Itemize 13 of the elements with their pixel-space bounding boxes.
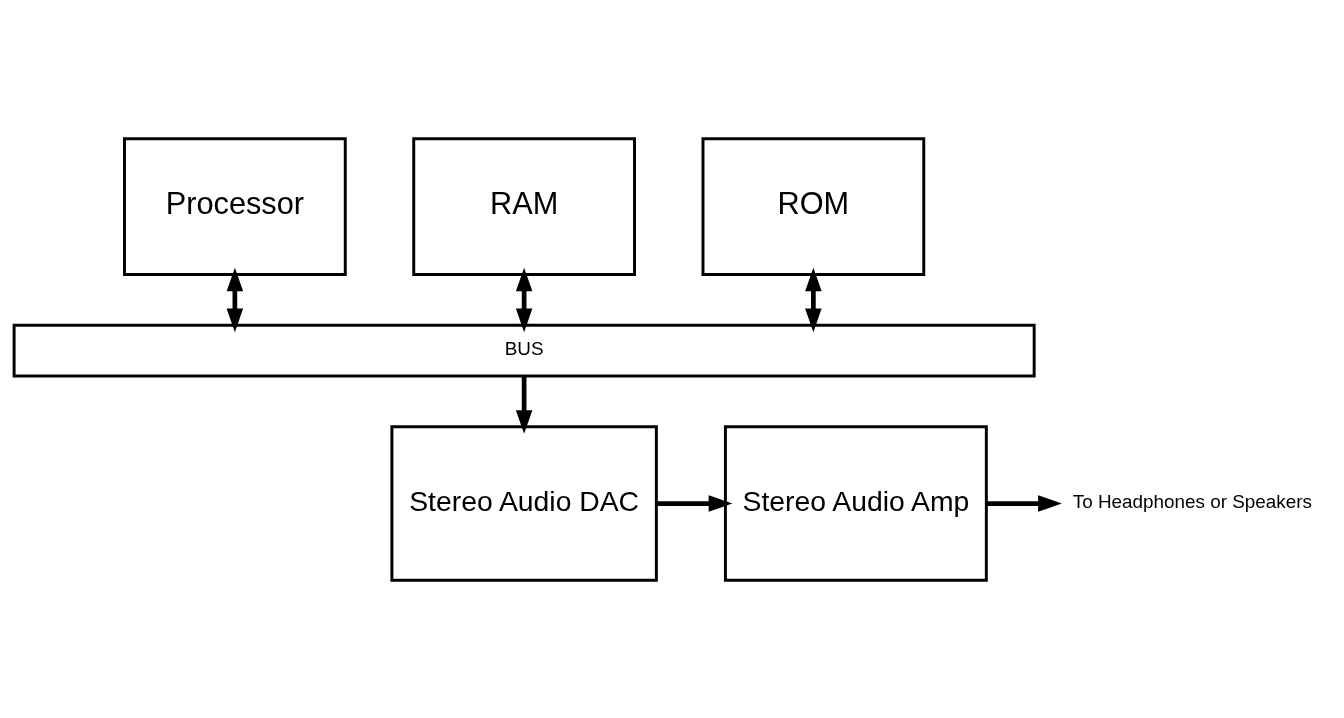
arrow (986, 494, 1062, 512)
node-text: To Headphones or Speakers (1072, 490, 1312, 512)
node-box: ROM (701, 136, 926, 276)
node-box: Processor (123, 136, 347, 276)
arrow (226, 267, 244, 332)
arrow (515, 267, 533, 332)
node-box: Stereo Audio DAC (390, 424, 658, 582)
node-box: RAM (412, 136, 636, 276)
node-box: BUS (12, 323, 1036, 377)
arrow (805, 267, 822, 332)
node-box: Stereo Audio Amp (723, 424, 988, 582)
arrow (656, 494, 733, 512)
arrow (515, 375, 533, 434)
